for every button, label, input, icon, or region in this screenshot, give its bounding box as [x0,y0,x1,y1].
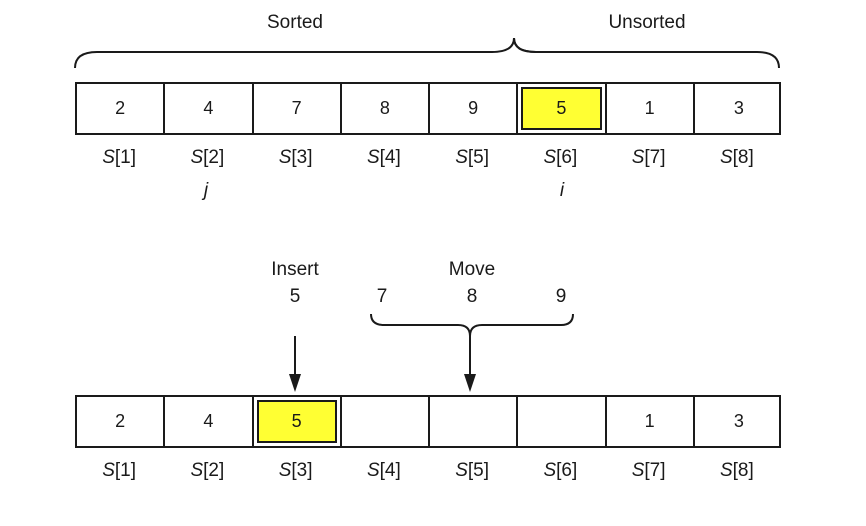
array-cell: 2 [77,84,166,133]
index-label: S[4] [366,147,401,168]
cell-value: 4 [203,411,214,431]
cell-value: 3 [733,411,744,431]
index-label: S[2] [190,460,225,481]
cell-value: 3 [733,98,744,118]
sorted-brace [74,37,537,69]
cell-value: 1 [644,411,655,431]
index-label: S[5] [455,460,490,481]
insert-arrow-head [289,374,301,392]
highlighted-cell: 5 [254,397,342,446]
index-label: S[6] [543,147,578,168]
move-arrow-head [464,374,476,392]
move-value: 9 [555,286,567,307]
cell-value: 8 [379,98,390,118]
index-label: S[8] [719,147,754,168]
array-cell [430,397,519,446]
array-cell: 7 [254,84,342,133]
pointer-i: i [559,180,565,201]
cell-value: 5 [256,400,337,443]
array-cell: 1 [607,397,695,446]
top-array: 2 4 7 8 9 5 1 3 [75,82,781,135]
cell-value: 1 [644,98,655,118]
index-label: S[5] [455,147,490,168]
index-label: S[1] [102,147,137,168]
index-label: S[8] [719,460,754,481]
index-label: S[7] [631,460,666,481]
move-value: 8 [466,286,478,307]
index-label: S[2] [190,147,225,168]
index-label: S[7] [631,147,666,168]
array-cell: 2 [77,397,166,446]
bottom-array: 2 4 5 1 3 [75,395,781,448]
move-brace [370,313,574,337]
index-label: S[3] [278,147,313,168]
cell-value: 2 [115,411,126,431]
array-cell: 4 [165,397,254,446]
array-cell: 9 [430,84,519,133]
cell-value: 4 [203,98,214,118]
move-value: 7 [376,286,388,307]
insert-value: 5 [289,286,301,307]
unsorted-brace [513,37,780,69]
array-cell: 3 [695,84,783,133]
highlighted-cell: 5 [518,84,607,133]
insert-label: Insert [271,259,319,280]
index-label: S[3] [278,460,313,481]
cell-value: 2 [115,98,126,118]
array-cell [518,397,607,446]
array-cell: 8 [342,84,430,133]
unsorted-label: Unsorted [608,12,686,33]
array-cell [342,397,430,446]
pointer-j: j [203,180,209,201]
array-cell: 3 [695,397,783,446]
cell-value: 9 [468,98,479,118]
cell-value: 5 [521,87,602,130]
move-label: Move [448,259,496,280]
cell-value: 7 [291,98,302,118]
index-label: S[4] [366,460,401,481]
index-label: S[1] [102,460,137,481]
index-label: S[6] [543,460,578,481]
sorted-label: Sorted [267,12,323,33]
array-cell: 4 [165,84,254,133]
array-cell: 1 [607,84,695,133]
